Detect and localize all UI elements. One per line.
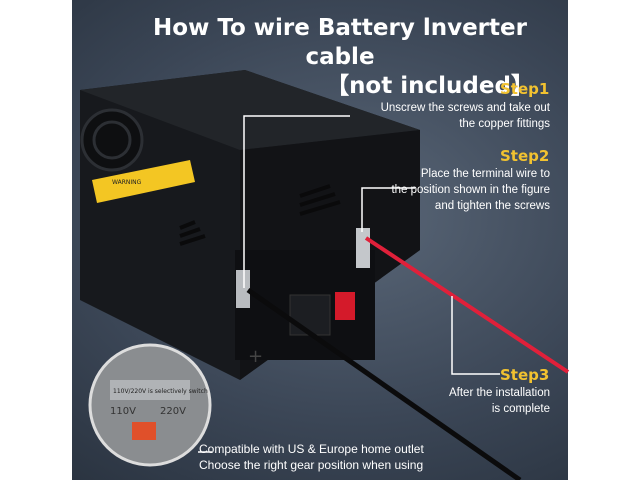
step2-description: Place the terminal wire to the position … xyxy=(391,168,550,212)
step3-description: After the installation is complete xyxy=(448,387,550,415)
v110-label: 110V xyxy=(110,406,136,417)
black-wire xyxy=(246,287,522,480)
step2-title: Step2 xyxy=(500,147,550,165)
power-switch xyxy=(335,292,355,320)
left-white-margin xyxy=(0,0,72,480)
ac-socket xyxy=(289,294,331,336)
terminal-post-right xyxy=(356,228,370,268)
title-line1: How To wire Battery lnverter cable xyxy=(153,15,527,70)
voltage-switch-inset xyxy=(88,343,212,467)
compatibility-note: Compatible with US & Europe home outlet … xyxy=(199,442,424,472)
step1-title: Step1 xyxy=(500,80,550,98)
red-wire xyxy=(364,236,570,374)
power-supply-top xyxy=(80,70,420,150)
v220-label: 220V xyxy=(160,406,186,417)
step1-callout-line xyxy=(243,115,350,288)
title-line2: 【not included】 xyxy=(326,73,534,99)
fan-grille xyxy=(80,108,144,172)
page-title: How To wire Battery lnverter cable 【not … xyxy=(120,14,560,101)
step3-callout-line xyxy=(451,296,500,375)
voltage-selector-switch xyxy=(132,422,156,440)
step3-title: Step3 xyxy=(500,366,550,384)
plus-marking: + xyxy=(248,346,263,367)
switch-note-text: 110V/220V is selectively switch xyxy=(113,388,208,395)
step2-callout-line xyxy=(361,187,415,232)
vent-slots xyxy=(179,184,341,246)
terminal-post-left xyxy=(236,270,250,308)
warning-label xyxy=(92,160,195,203)
step1-description: Unscrew the screws and take out the copp… xyxy=(380,102,550,130)
right-white-margin xyxy=(568,0,640,480)
warning-text: WARNING xyxy=(112,179,142,186)
